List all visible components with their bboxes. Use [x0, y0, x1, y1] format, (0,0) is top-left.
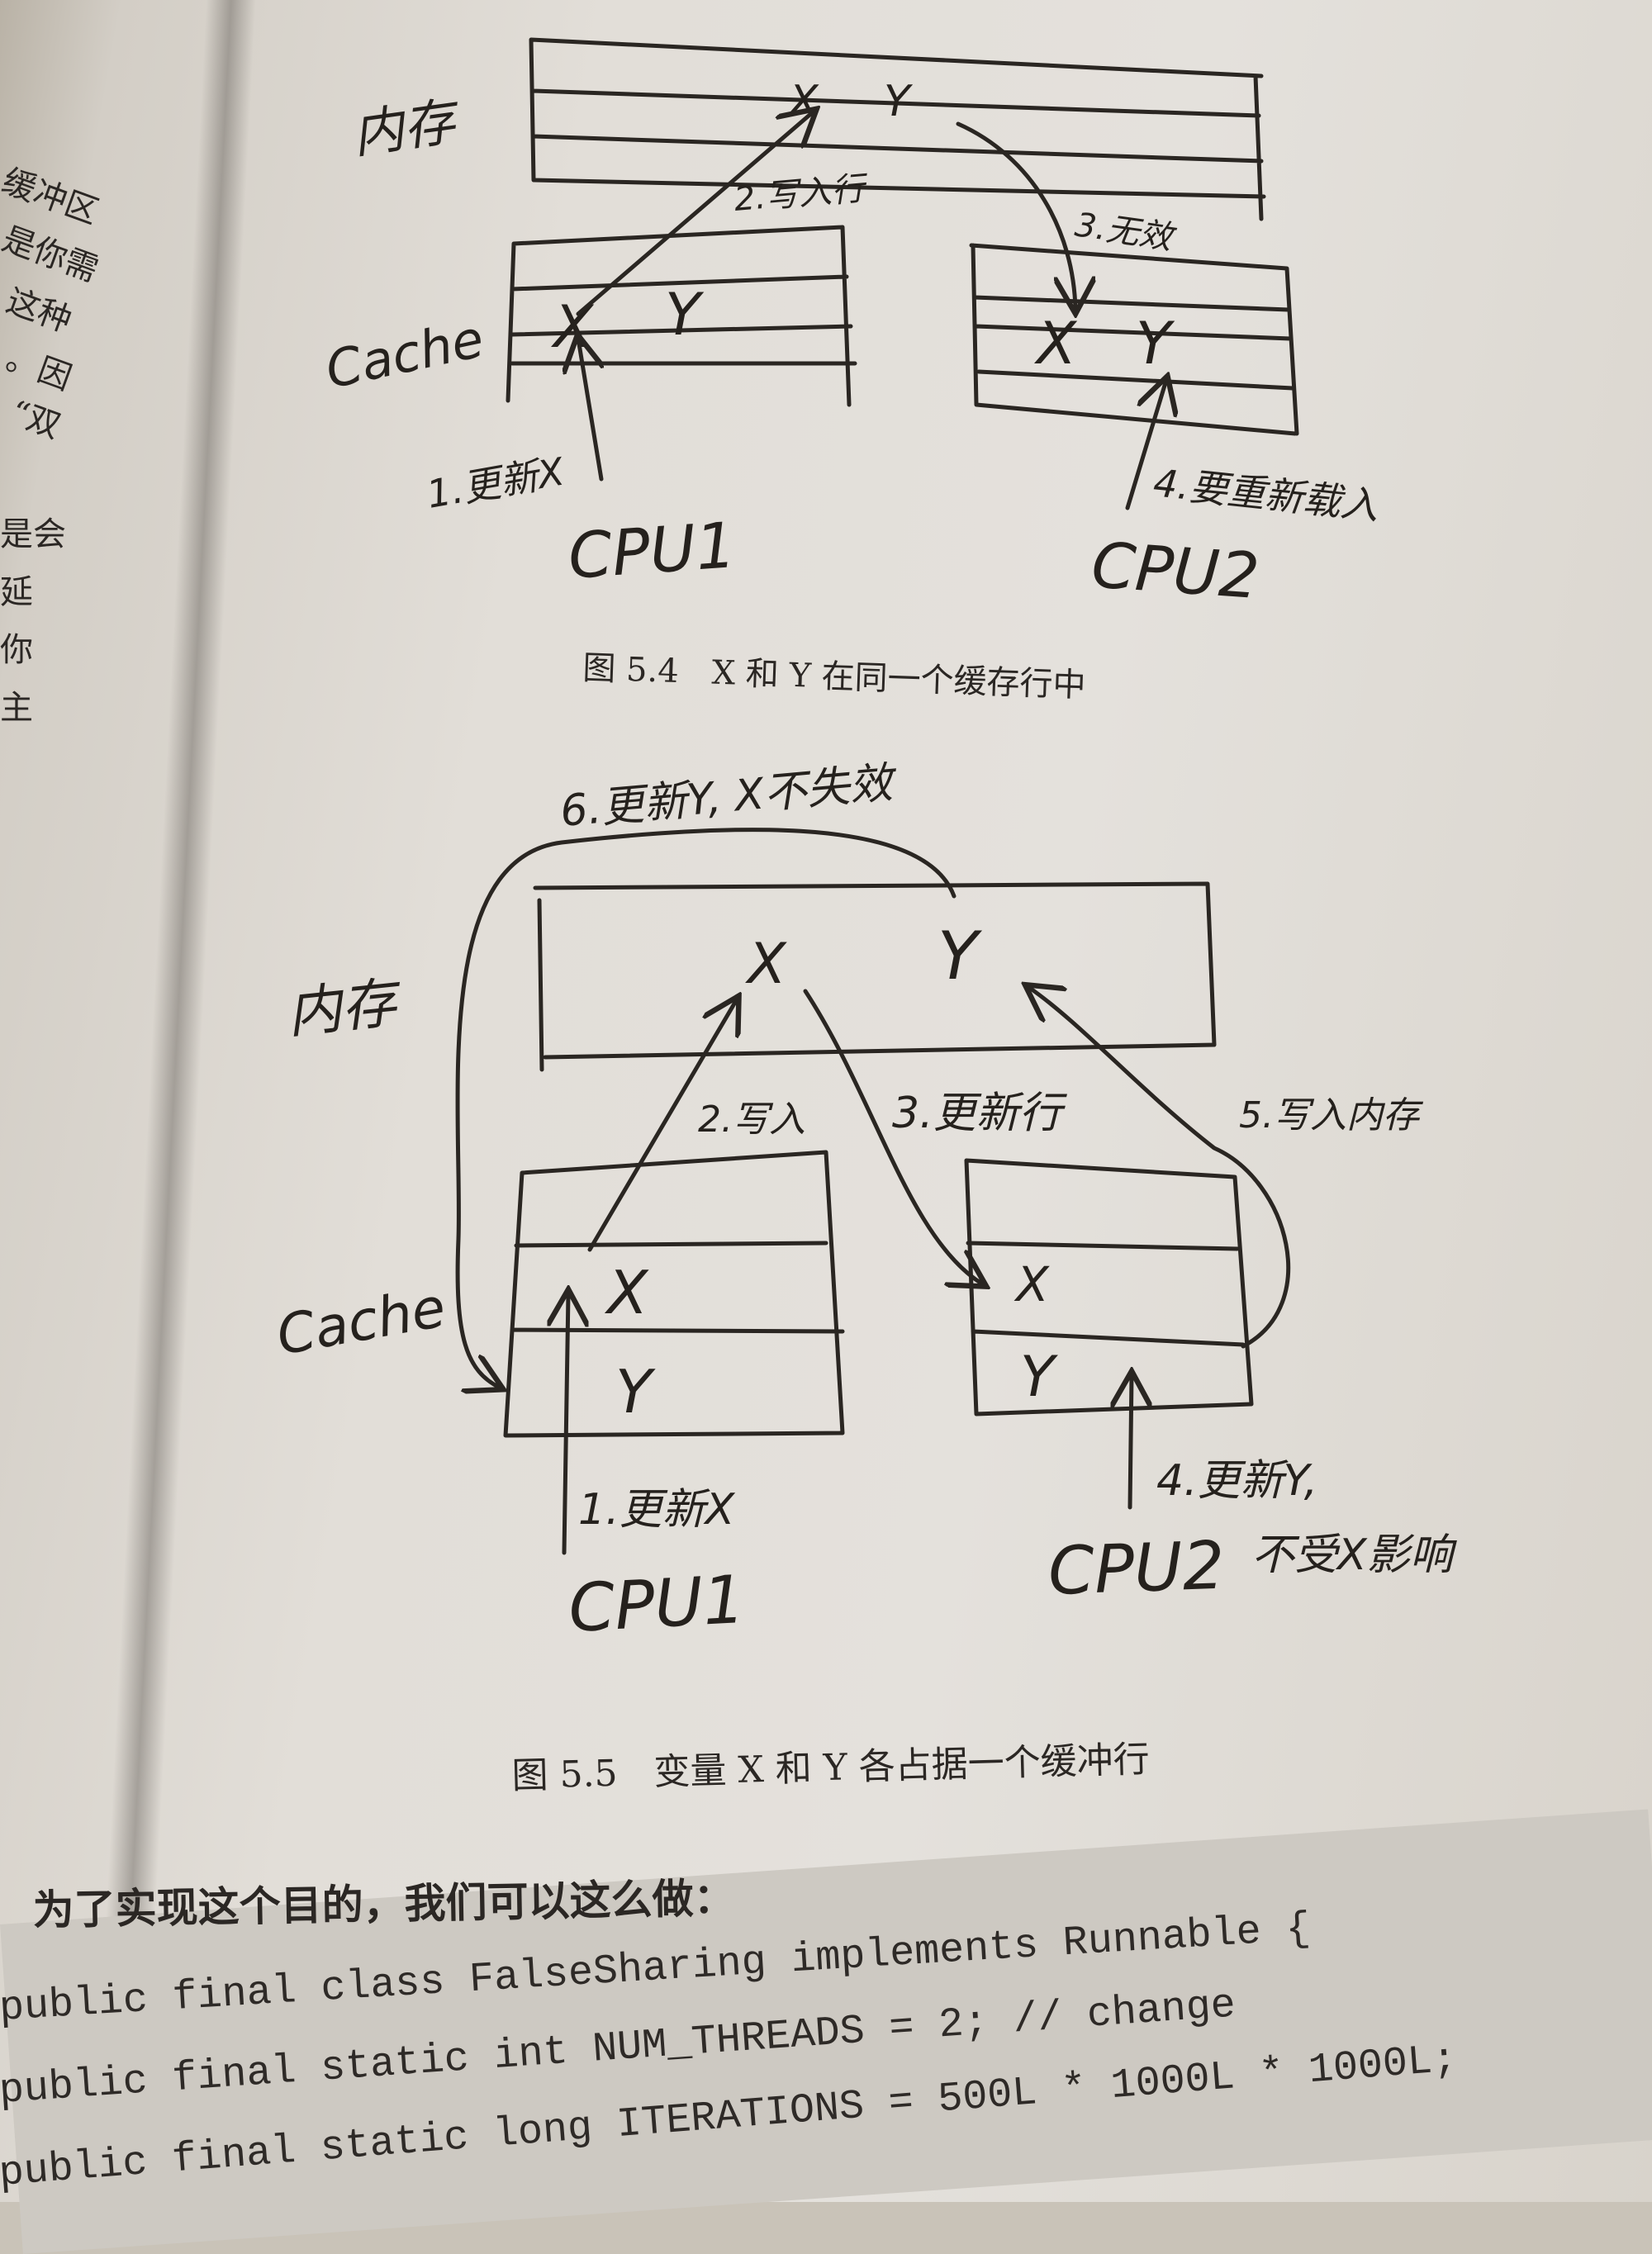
arrow-update-y	[1130, 1375, 1132, 1510]
cache-label: Cache	[320, 308, 489, 400]
step4-label: 4.更新Y,	[1156, 1456, 1317, 1506]
step3-label: 3.无效	[1073, 206, 1179, 258]
cache1-cell-y: Y	[665, 281, 705, 349]
step2-label: 2.写入行	[733, 169, 871, 219]
left-text-line: 延	[0, 573, 33, 611]
figure-caption: 图 5.4 X 和 Y 在同一个缓存行中	[582, 649, 1087, 705]
arrow-write-line	[576, 112, 814, 316]
step4-label: 4.要重新载入	[1151, 460, 1381, 528]
left-text-line: 你	[0, 631, 33, 669]
arrow-update-x	[564, 1293, 568, 1555]
arrow-write-memory	[1028, 987, 1291, 1349]
cpu2-label: CPU2	[1047, 1527, 1226, 1610]
cache1-cell-x: X	[604, 1258, 649, 1327]
step3-label: 3.更新行	[892, 1089, 1068, 1138]
cpu1-label: CPU1	[566, 508, 738, 593]
cache2-cell-y: Y	[1136, 310, 1175, 377]
page-content: 缓冲区 是你需 这种 。因 “双 是会 延 你 主 内存 X Y Cache X…	[0, 37, 1459, 2198]
cache2-cell-y: Y	[1020, 1345, 1058, 1410]
arrow-update-x	[578, 339, 601, 482]
cache1-box	[506, 225, 857, 407]
memory-cell-x: X	[745, 932, 787, 997]
memory-label: 内存	[349, 90, 465, 165]
cache2-box	[969, 243, 1299, 436]
left-text-line: 。因	[2, 339, 77, 398]
body-paragraph: 为了实现这个目的，我们可以这么做：	[32, 1873, 735, 1934]
memory-label: 内存	[284, 970, 406, 1046]
cache-label: Cache	[272, 1275, 450, 1367]
figure-5-5: 6.更新Y, X不失效 内存 X Y Cache X Y X Y 2.写入 3.…	[272, 757, 1457, 1797]
step1-label: 1.更新X	[424, 448, 569, 517]
code-listing: public final class FalseSharing implemen…	[0, 1905, 1459, 2198]
figure-5-4: 内存 X Y Cache X Y X Y 2.写入行 3.无效 1.更新X 4.…	[320, 37, 1381, 705]
arrow-update-y-no-invalidate	[455, 828, 957, 1388]
arrow-invalidate	[956, 121, 1075, 310]
memory-cell-y: Y	[884, 77, 914, 126]
left-text-line: 这种	[2, 282, 77, 340]
arrow-reload	[1125, 380, 1166, 510]
step4-note: 不受X影响	[1251, 1530, 1458, 1580]
left-text-line: 主	[0, 689, 33, 727]
cache1-box	[503, 1150, 845, 1438]
arrow-update-line	[803, 989, 983, 1284]
cache2-cell-x: X	[1014, 1256, 1050, 1312]
memory-cell-y: Y	[938, 918, 983, 994]
cpu1-label: CPU1	[567, 1561, 747, 1647]
cache1-cell-y: Y	[615, 1357, 656, 1426]
step6-label: 6.更新Y, X不失效	[558, 757, 900, 837]
step2-label: 2.写入	[698, 1099, 805, 1141]
cpu2-label: CPU2	[1089, 528, 1262, 613]
step5-label: 5.写入内存	[1239, 1094, 1424, 1136]
left-page-text: 缓冲区 是你需 这种 。因 “双 是会 延 你 主	[0, 162, 103, 727]
cache2-box	[964, 1158, 1254, 1416]
left-text-line: “双	[6, 393, 66, 446]
memory-box	[533, 881, 1217, 1072]
figure-caption: 图 5.5 变量 X 和 Y 各占据一个缓冲行	[511, 1739, 1150, 1797]
memory-box	[529, 37, 1266, 221]
cache2-cell-x: X	[1033, 310, 1078, 377]
left-text-line: 是会	[0, 515, 66, 553]
step1-label: 1.更新X	[578, 1485, 736, 1535]
arrow-write	[587, 999, 737, 1252]
